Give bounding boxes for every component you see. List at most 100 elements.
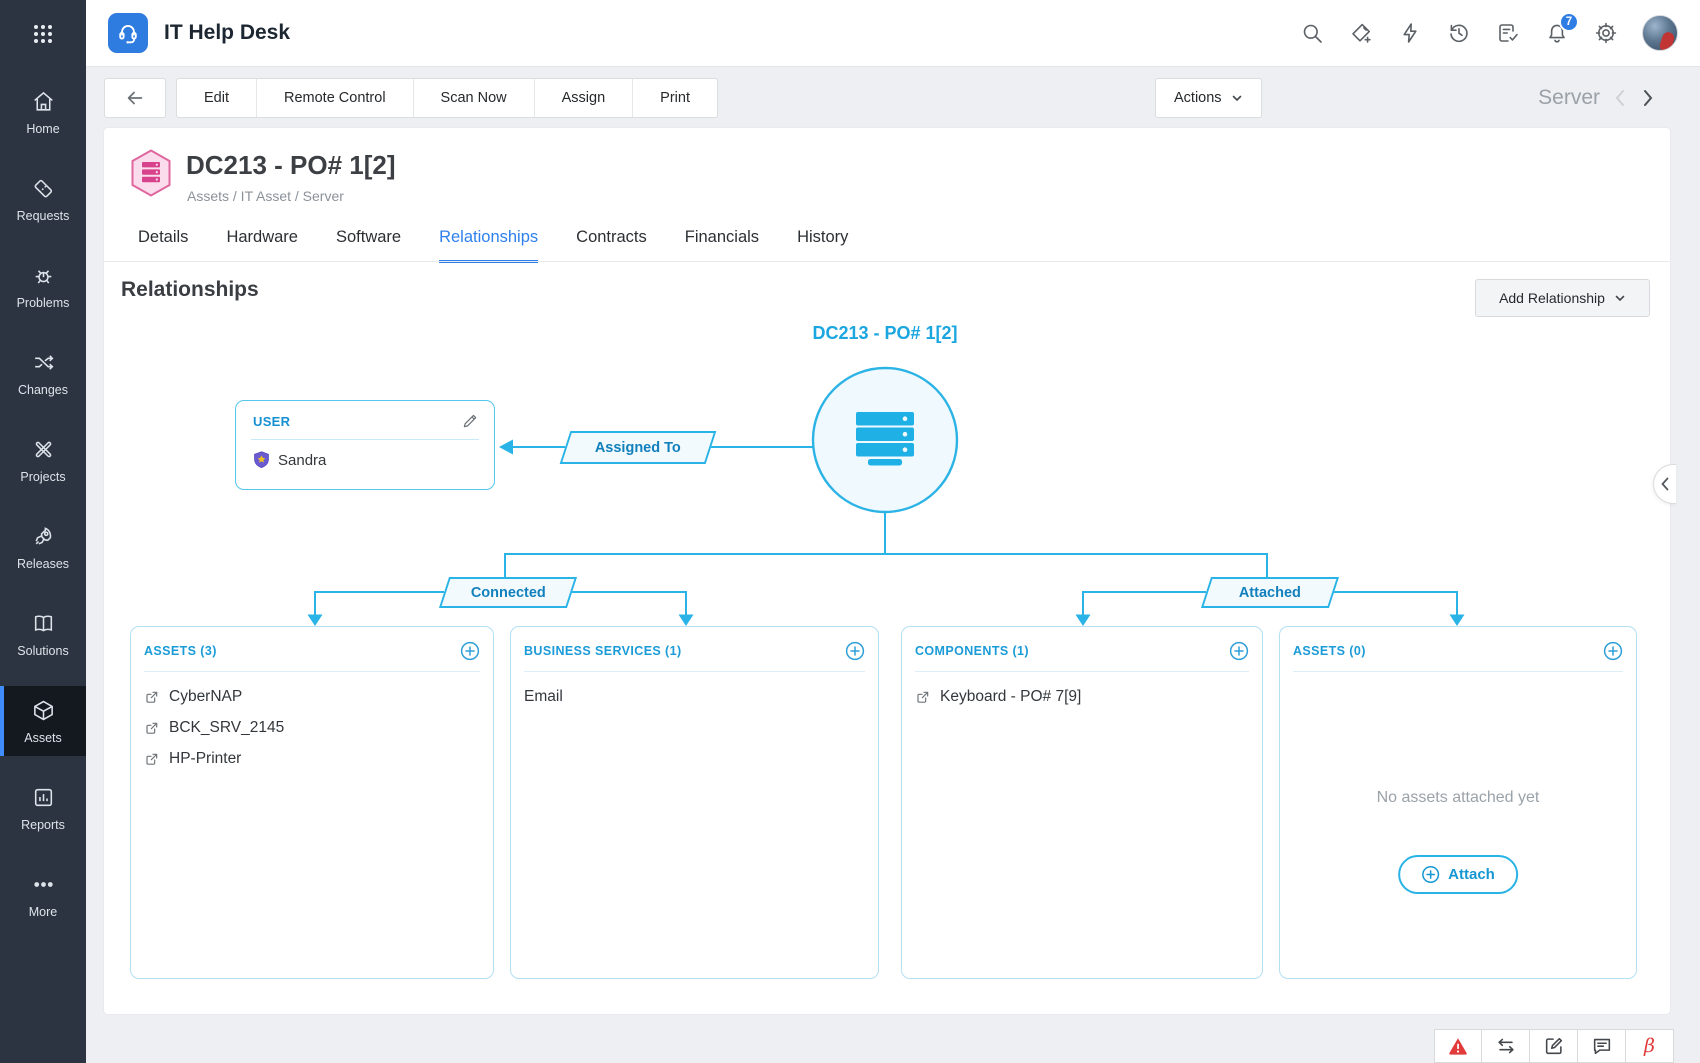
attach-label: Attach (1448, 866, 1495, 883)
feedback-button[interactable] (1530, 1029, 1578, 1063)
settings-button[interactable] (1593, 20, 1619, 46)
tab-relationships[interactable]: Relationships (439, 228, 539, 263)
add-relationship-button[interactable]: Add Relationship (1475, 279, 1650, 317)
circle-plus-icon[interactable] (1229, 641, 1249, 661)
sidebar-item-home[interactable]: Home (0, 77, 86, 147)
chevron-right-icon[interactable] (1640, 88, 1656, 108)
sidebar-item-label: Home (26, 122, 60, 136)
ticket-icon (34, 179, 52, 198)
circle-plus-icon[interactable] (460, 641, 480, 661)
attached-label: Attached (1200, 577, 1340, 608)
list-item[interactable]: HP-Printer (144, 743, 480, 774)
switch-view-button[interactable] (1482, 1029, 1530, 1063)
sidebar-item-assets[interactable]: Assets (0, 686, 86, 756)
external-link-icon (146, 691, 158, 703)
sidebar-item-releases[interactable]: Releases (0, 512, 86, 582)
gear-icon (1595, 22, 1617, 44)
circle-plus-icon[interactable] (1603, 641, 1623, 661)
warning-icon (1449, 1038, 1467, 1055)
scan-now-button[interactable]: Scan Now (412, 79, 534, 117)
panel-divider (524, 671, 865, 672)
chevron-down-icon (1232, 95, 1241, 102)
sidebar-item-requests[interactable]: Requests (0, 164, 86, 234)
search-icon (1303, 24, 1322, 43)
back-button[interactable] (104, 78, 166, 118)
chat-button[interactable] (1578, 1029, 1626, 1063)
sidebar-item-solutions[interactable]: Solutions (0, 599, 86, 669)
history-button[interactable] (1446, 20, 1472, 46)
assign-button[interactable]: Assign (533, 79, 633, 117)
tab-financials[interactable]: Financials (684, 228, 760, 246)
app-launcher-button[interactable] (0, 0, 86, 67)
sidebar-item-more[interactable]: More (0, 860, 86, 930)
actions-dropdown[interactable]: Actions (1155, 78, 1262, 118)
app-logo[interactable] (108, 13, 148, 53)
lightning-icon (1403, 23, 1417, 43)
alerts-button[interactable] (1434, 1029, 1482, 1063)
edit-pencil-icon[interactable] (461, 412, 479, 430)
sidebar-item-label: Reports (21, 818, 65, 832)
edit-button[interactable]: Edit (177, 79, 256, 117)
list-item[interactable]: Keyboard - PO# 7[9] (915, 681, 1249, 712)
attached-assets-panel: ASSETS (0) No assets attached yet Attach (1279, 626, 1637, 979)
list-item-label: Email (524, 687, 563, 705)
list-item[interactable]: BCK_SRV_2145 (144, 712, 480, 743)
tasks-button[interactable] (1495, 20, 1521, 46)
sidebar-item-reports[interactable]: Reports (0, 773, 86, 843)
chat-bubble-icon (1593, 1038, 1610, 1055)
cube-icon (33, 700, 53, 721)
tab-hardware[interactable]: Hardware (226, 228, 298, 246)
beta-badge[interactable]: β (1626, 1029, 1674, 1063)
sidebar-item-changes[interactable]: Changes (0, 338, 86, 408)
external-link-icon (146, 722, 158, 734)
panel-title: BUSINESS SERVICES (1) (524, 644, 682, 658)
empty-state-text: No assets attached yet (1376, 789, 1540, 806)
add-tag-button[interactable] (1348, 20, 1374, 46)
components-panel: COMPONENTS (1) Keyboard - PO# 7[9] (901, 626, 1263, 979)
tag-plus-icon (1352, 23, 1371, 43)
asset-tabs: Details Hardware Software Relationships … (138, 228, 848, 263)
rocket-icon (34, 527, 51, 545)
search-button[interactable] (1299, 20, 1325, 46)
add-relationship-label: Add Relationship (1499, 290, 1605, 306)
record-type-label: Server (1538, 86, 1600, 109)
tab-contracts[interactable]: Contracts (576, 228, 647, 246)
user-row[interactable]: Sandra (236, 440, 494, 469)
user-relationship-box: USER Sandra (235, 400, 495, 490)
tab-history[interactable]: History (797, 228, 849, 246)
remote-control-button[interactable]: Remote Control (256, 79, 413, 117)
circle-plus-icon[interactable] (845, 641, 865, 661)
tab-details[interactable]: Details (138, 228, 189, 246)
print-button[interactable]: Print (632, 79, 717, 117)
user-avatar[interactable] (1642, 15, 1678, 51)
section-heading: Relationships (121, 278, 259, 301)
chevron-left-icon[interactable] (1612, 88, 1628, 108)
sidebar-nav: Home Requests Problems Changes (0, 67, 86, 930)
swap-arrows-icon (1497, 1038, 1514, 1054)
asset-toolbar: Edit Remote Control Scan Now Assign Prin… (104, 78, 1670, 118)
sidebar-item-problems[interactable]: Problems (0, 251, 86, 321)
chevron-down-icon (1615, 295, 1625, 302)
tab-software[interactable]: Software (335, 228, 402, 246)
assigned-to-label: Assigned To (559, 431, 717, 464)
connected-label: Connected (438, 577, 578, 608)
sidebar-item-projects[interactable]: Projects (0, 425, 86, 495)
notifications-button[interactable]: 7 (1544, 12, 1579, 46)
central-node-circle[interactable] (811, 366, 959, 514)
list-item[interactable]: CyberNAP (144, 681, 480, 712)
list-item[interactable]: Email (524, 681, 865, 712)
user-box-divider (251, 439, 479, 440)
chevron-left-icon (1661, 477, 1669, 491)
sidebar-item-label: Changes (17, 383, 69, 397)
list-item-label: HP-Printer (169, 749, 242, 767)
sidebar-item-label: More (28, 905, 58, 919)
quick-actions-button[interactable] (1397, 20, 1423, 46)
sidebar-item-label: Releases (16, 557, 70, 571)
attach-button[interactable]: Attach (1398, 855, 1518, 894)
report-chart-icon (34, 788, 52, 807)
right-panel-collapse-handle[interactable] (1653, 464, 1676, 504)
user-box-title: USER (253, 413, 291, 429)
list-item-label: Keyboard - PO# 7[9] (940, 687, 1082, 705)
central-node-title[interactable]: DC213 - PO# 1[2] (812, 323, 958, 343)
